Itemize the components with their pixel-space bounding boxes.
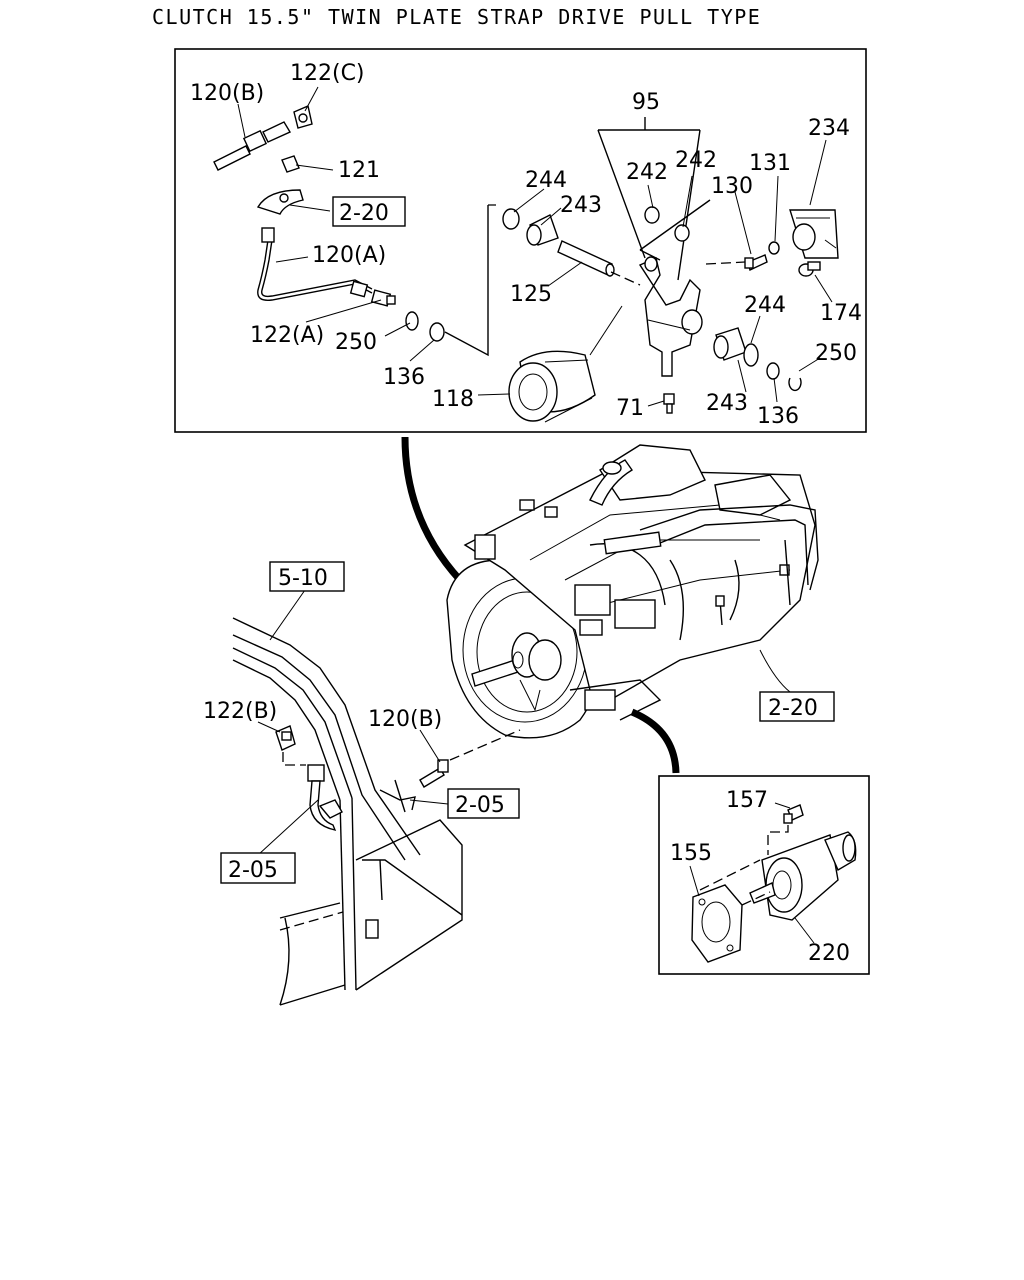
ref-5-10: 5-10 [278,566,328,591]
union-122a [370,289,396,307]
assembly-guide-fork [639,199,711,261]
bolt-157 [783,804,804,824]
label-122b-lower: 122(B) [203,699,277,724]
leader-155 [689,865,700,897]
washer-136-left [429,322,445,342]
label-157: 157 [726,788,768,813]
ref-2-05-left: 2-05 [228,858,278,883]
elbow-122b-lower [275,725,296,751]
callout-arrow-bottom [630,708,680,774]
ref-2-05-mid: 2-05 [455,793,505,818]
label-121: 121 [338,158,380,183]
hose-120b-lower [419,759,449,788]
diagram-title: CLUTCH 15.5" TWIN PLATE STRAP DRIVE PULL… [152,5,761,29]
leader-2-05-left [257,799,319,856]
bushing-243-bottom [713,327,747,361]
bolt-174 [798,261,821,277]
dash-120b-link [449,729,521,761]
bracket-clip [256,189,304,215]
leader-157 [774,802,791,809]
ref-2-20-right: 2-20 [768,696,818,721]
label-130: 130 [711,174,753,199]
label-125: 125 [510,282,552,307]
label-250-right: 250 [815,341,857,366]
leader-120b-lower [419,729,441,763]
leader-5-10 [269,589,306,641]
release-bearing-118 [508,350,596,423]
label-122a: 122(A) [250,323,324,348]
release-fork-95 [638,256,703,377]
label-234: 234 [808,116,850,141]
leader-220 [794,917,815,944]
seal-244-right [743,343,759,367]
snap-ring-250-right [788,377,802,392]
assembly-dash-lines-top [488,204,746,286]
leader-2-20-right [759,649,791,693]
ref-box-2-20-right [759,691,835,722]
label-136-left: 136 [383,365,425,390]
ref-box-2-05-left [220,852,296,884]
label-136-right: 136 [757,404,799,429]
hose-lower-left [307,764,343,831]
snap-ring-250-left [405,311,419,331]
bushing-243-top [526,214,559,246]
label-244-right: 244 [744,293,786,318]
bracket-95-indicator [597,117,701,281]
gasket-155 [691,884,743,963]
bush-242-b [674,224,690,242]
washer-136-right [766,362,780,380]
label-244-top: 244 [525,168,567,193]
label-174: 174 [820,301,862,326]
dash-157 [767,825,789,855]
bolt-130 [744,254,768,271]
clutch-pipe-120a [257,227,373,301]
label-243-top: 243 [560,193,602,218]
dash-122b [282,752,306,766]
bush-242-a [644,206,660,224]
label-242-a: 242 [626,160,668,185]
switch-detail-box [658,775,870,975]
label-71: 71 [616,396,644,421]
transmission-assembly [446,444,819,739]
chassis-frame [232,617,463,1006]
ref-box-2-05-mid [447,788,520,819]
seal-244-top [502,208,520,230]
ref-2-20-top: 2-20 [339,201,389,226]
leader-2-05-mid [409,799,449,805]
cover-234 [789,209,839,259]
assembly-guide-left [444,205,489,357]
label-242-b: 242 [675,148,717,173]
label-122c: 122(C) [290,61,365,86]
bolt-71 [663,393,675,414]
label-120a: 120(A) [312,243,386,268]
clutch-release-detail-box [174,48,867,433]
label-120b-top: 120(B) [190,81,264,106]
shaft-125 [557,240,615,277]
flexible-hose-120b-upper [213,121,292,171]
label-120b-lower: 120(B) [368,707,442,732]
switch-220 [749,831,857,921]
label-131: 131 [749,151,791,176]
leader-lines-top [237,86,833,407]
label-250-left: 250 [335,330,377,355]
ref-box-5-10 [269,561,345,592]
label-95: 95 [632,90,660,115]
ref-box-2-20-top [332,196,406,227]
label-155: 155 [670,841,712,866]
elbow-122c [293,105,313,129]
nut-121 [281,155,300,173]
dash-155 [699,859,771,906]
label-118: 118 [432,387,474,412]
label-220: 220 [808,941,850,966]
label-243-bottom: 243 [706,391,748,416]
washer-131 [768,241,780,255]
leader-122b-lower [257,721,281,733]
